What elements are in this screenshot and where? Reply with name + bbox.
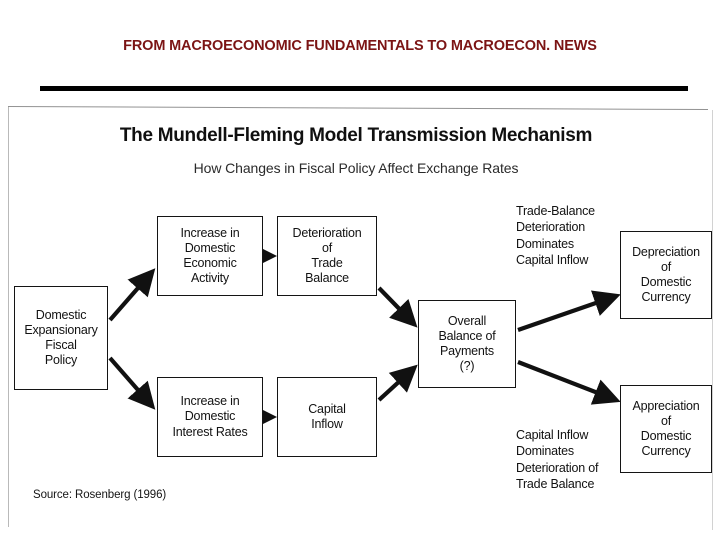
page-title: FROM MACROECONOMIC FUNDAMENTALS TO MACRO… xyxy=(123,38,597,54)
edge-policy-activity xyxy=(108,268,156,322)
edge-capital-bop xyxy=(377,364,418,402)
node-overall-balance-of-payments: Overall Balance of Payments (?) xyxy=(418,300,516,388)
figure-title: The Mundell-Fleming Model Transmission M… xyxy=(119,125,593,146)
scan-edge-left xyxy=(8,107,9,527)
scan-edge-right xyxy=(712,110,713,530)
node-label: Increase in Domestic Interest Rates xyxy=(172,394,248,439)
node-label: Appreciation of Domestic Currency xyxy=(632,398,700,459)
node-depreciation-of-domestic-currency: Depreciation of Domestic Currency xyxy=(620,231,712,319)
node-increase-domestic-interest-rates: Increase in Domestic Interest Rates xyxy=(157,377,263,457)
node-deterioration-of-trade-balance: Deterioration of Trade Balance xyxy=(277,216,377,296)
node-label: Overall Balance of Payments (?) xyxy=(438,313,496,374)
node-label: Increase in Domestic Economic Activity xyxy=(180,225,240,286)
node-domestic-expansionary-fiscal-policy: Domestic Expansionary Fiscal Policy xyxy=(14,286,108,390)
edge-bop-appreciation xyxy=(517,360,621,405)
node-label: Deterioration of Trade Balance xyxy=(292,225,362,286)
node-label: Depreciation of Domestic Currency xyxy=(632,244,700,305)
edge-policy-rates xyxy=(108,356,156,410)
figure-subtitle: How Changes in Fiscal Policy Affect Exch… xyxy=(193,160,519,176)
title-divider xyxy=(40,86,688,91)
node-label: Capital Inflow xyxy=(308,401,346,431)
node-label: Domestic Expansionary Fiscal Policy xyxy=(24,307,98,368)
edge-bop-depreciation xyxy=(517,290,621,332)
edge-trade-bop xyxy=(377,286,418,328)
node-increase-domestic-economic-activity: Increase in Domestic Economic Activity xyxy=(157,216,263,296)
node-capital-inflow: Capital Inflow xyxy=(277,377,377,457)
caption-capital-inflow-dominates: Capital Inflow Dominates Deterioration o… xyxy=(516,428,599,491)
node-appreciation-of-domestic-currency: Appreciation of Domestic Currency xyxy=(620,385,712,473)
caption-trade-balance-dominates: Trade-Balance Deterioration Dominates Ca… xyxy=(516,204,595,267)
scanned-figure xyxy=(4,104,716,536)
figure-source: Source: Rosenberg (1996) xyxy=(33,489,167,501)
